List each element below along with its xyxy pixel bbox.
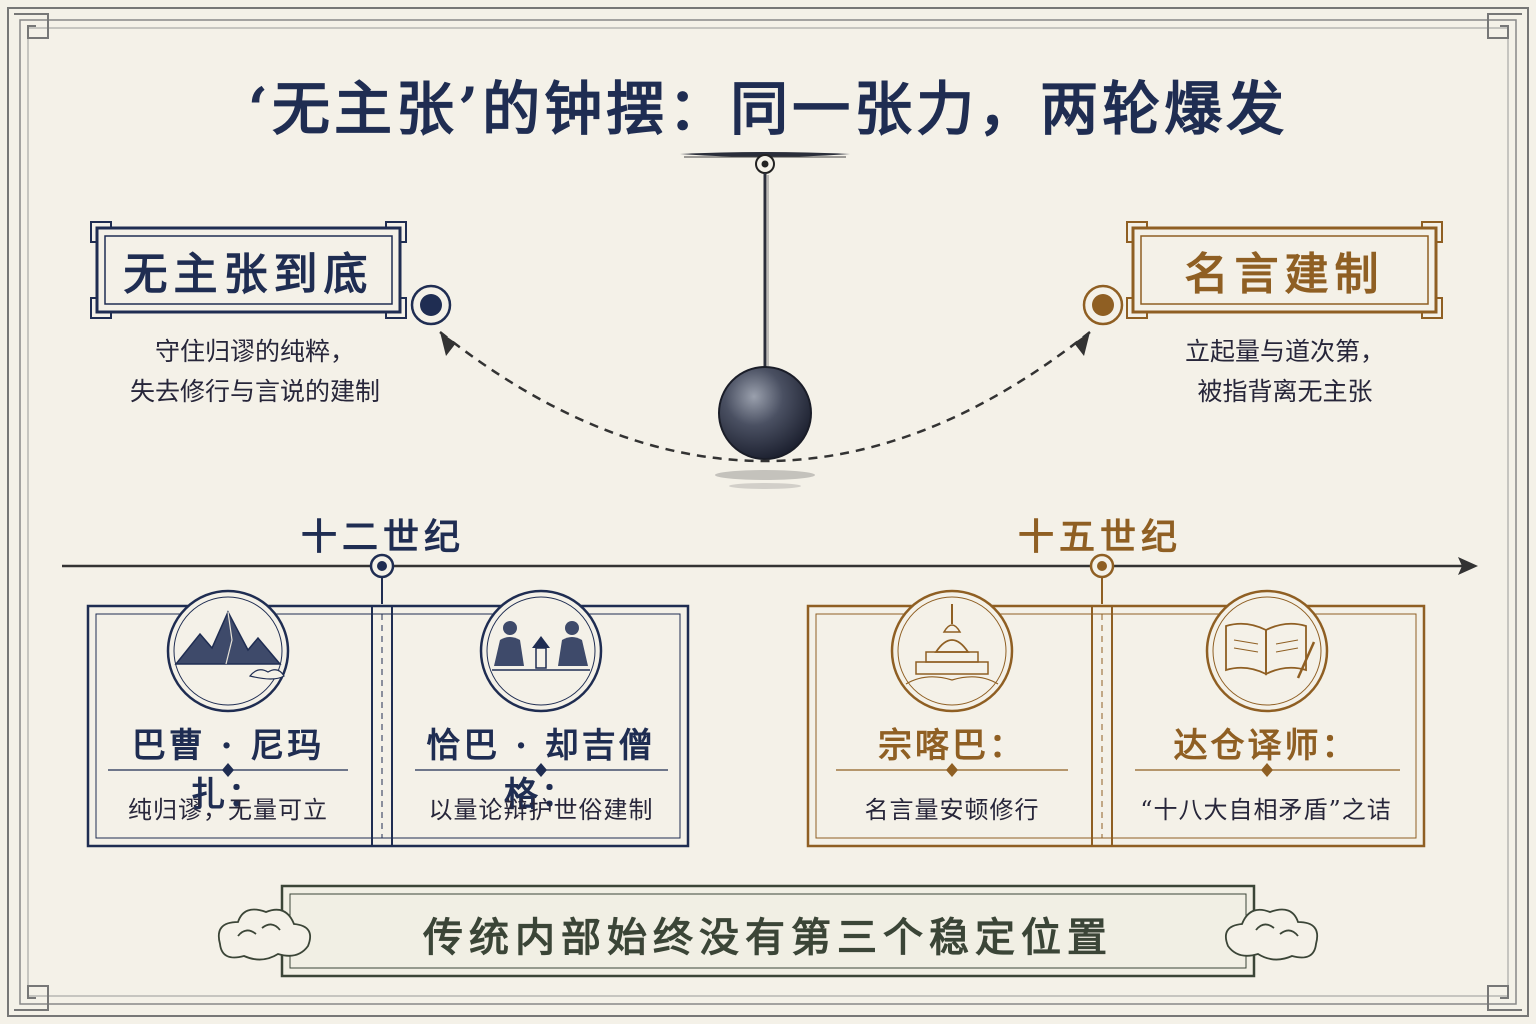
cloud-ornament-right-icon [1224,908,1319,961]
page-title: ‘无主张’的钟摆：同一张力，两轮爆发 [247,75,1289,143]
left-pole-label: 无主张到底 [123,249,374,300]
left-desc-line1: 守住归谬的纯粹， [154,337,355,366]
cloud-ornament-left-icon [217,908,312,961]
swing-arc [439,331,1091,463]
stupa-icon [890,589,1014,713]
pendulum-pivot [680,152,850,368]
right-desc-line1: 立起量与道次第， [1184,337,1385,366]
card-name-tsongkhapa: 宗喀巴： [878,726,1026,766]
card-desc-chapa: 以量论辩护世俗建制 [428,796,654,824]
era-label-12th-century: 十二世纪 [300,516,465,558]
pendulum-bob [718,366,812,460]
right-pole-description: 立起量与道次第， 被指背离无主张 [1100,332,1470,412]
left-pole-description: 守住归谬的纯粹， 失去修行与言说的建制 [80,332,430,412]
card-desc-patsab: 纯归谬，无量可立 [128,796,328,824]
card-name-patsab: 巴曹 · 尼玛扎： [131,726,325,815]
right-pole-label: 名言建制 [1184,249,1385,300]
debate-monks-icon [479,589,603,713]
book-icon [1205,589,1329,713]
card-desc-tsongkhapa: 名言量安顿修行 [864,796,1040,824]
left-desc-line2: 失去修行与言说的建制 [129,377,380,406]
card-desc-taktsang: “十八大自相矛盾”之诘 [1140,796,1392,824]
conclusion-text: 传统内部始终没有第三个稳定位置 [423,914,1113,961]
conclusion-banner [217,884,1319,978]
card-name-chapa: 恰巴 · 却吉僧格： [426,726,656,815]
right-desc-line2: 被指背离无主张 [1197,377,1373,406]
era-label-15th-century: 十五世纪 [1017,516,1182,558]
mountain-icon [166,589,290,713]
card-name-taktsang: 达仓译师： [1173,726,1359,766]
